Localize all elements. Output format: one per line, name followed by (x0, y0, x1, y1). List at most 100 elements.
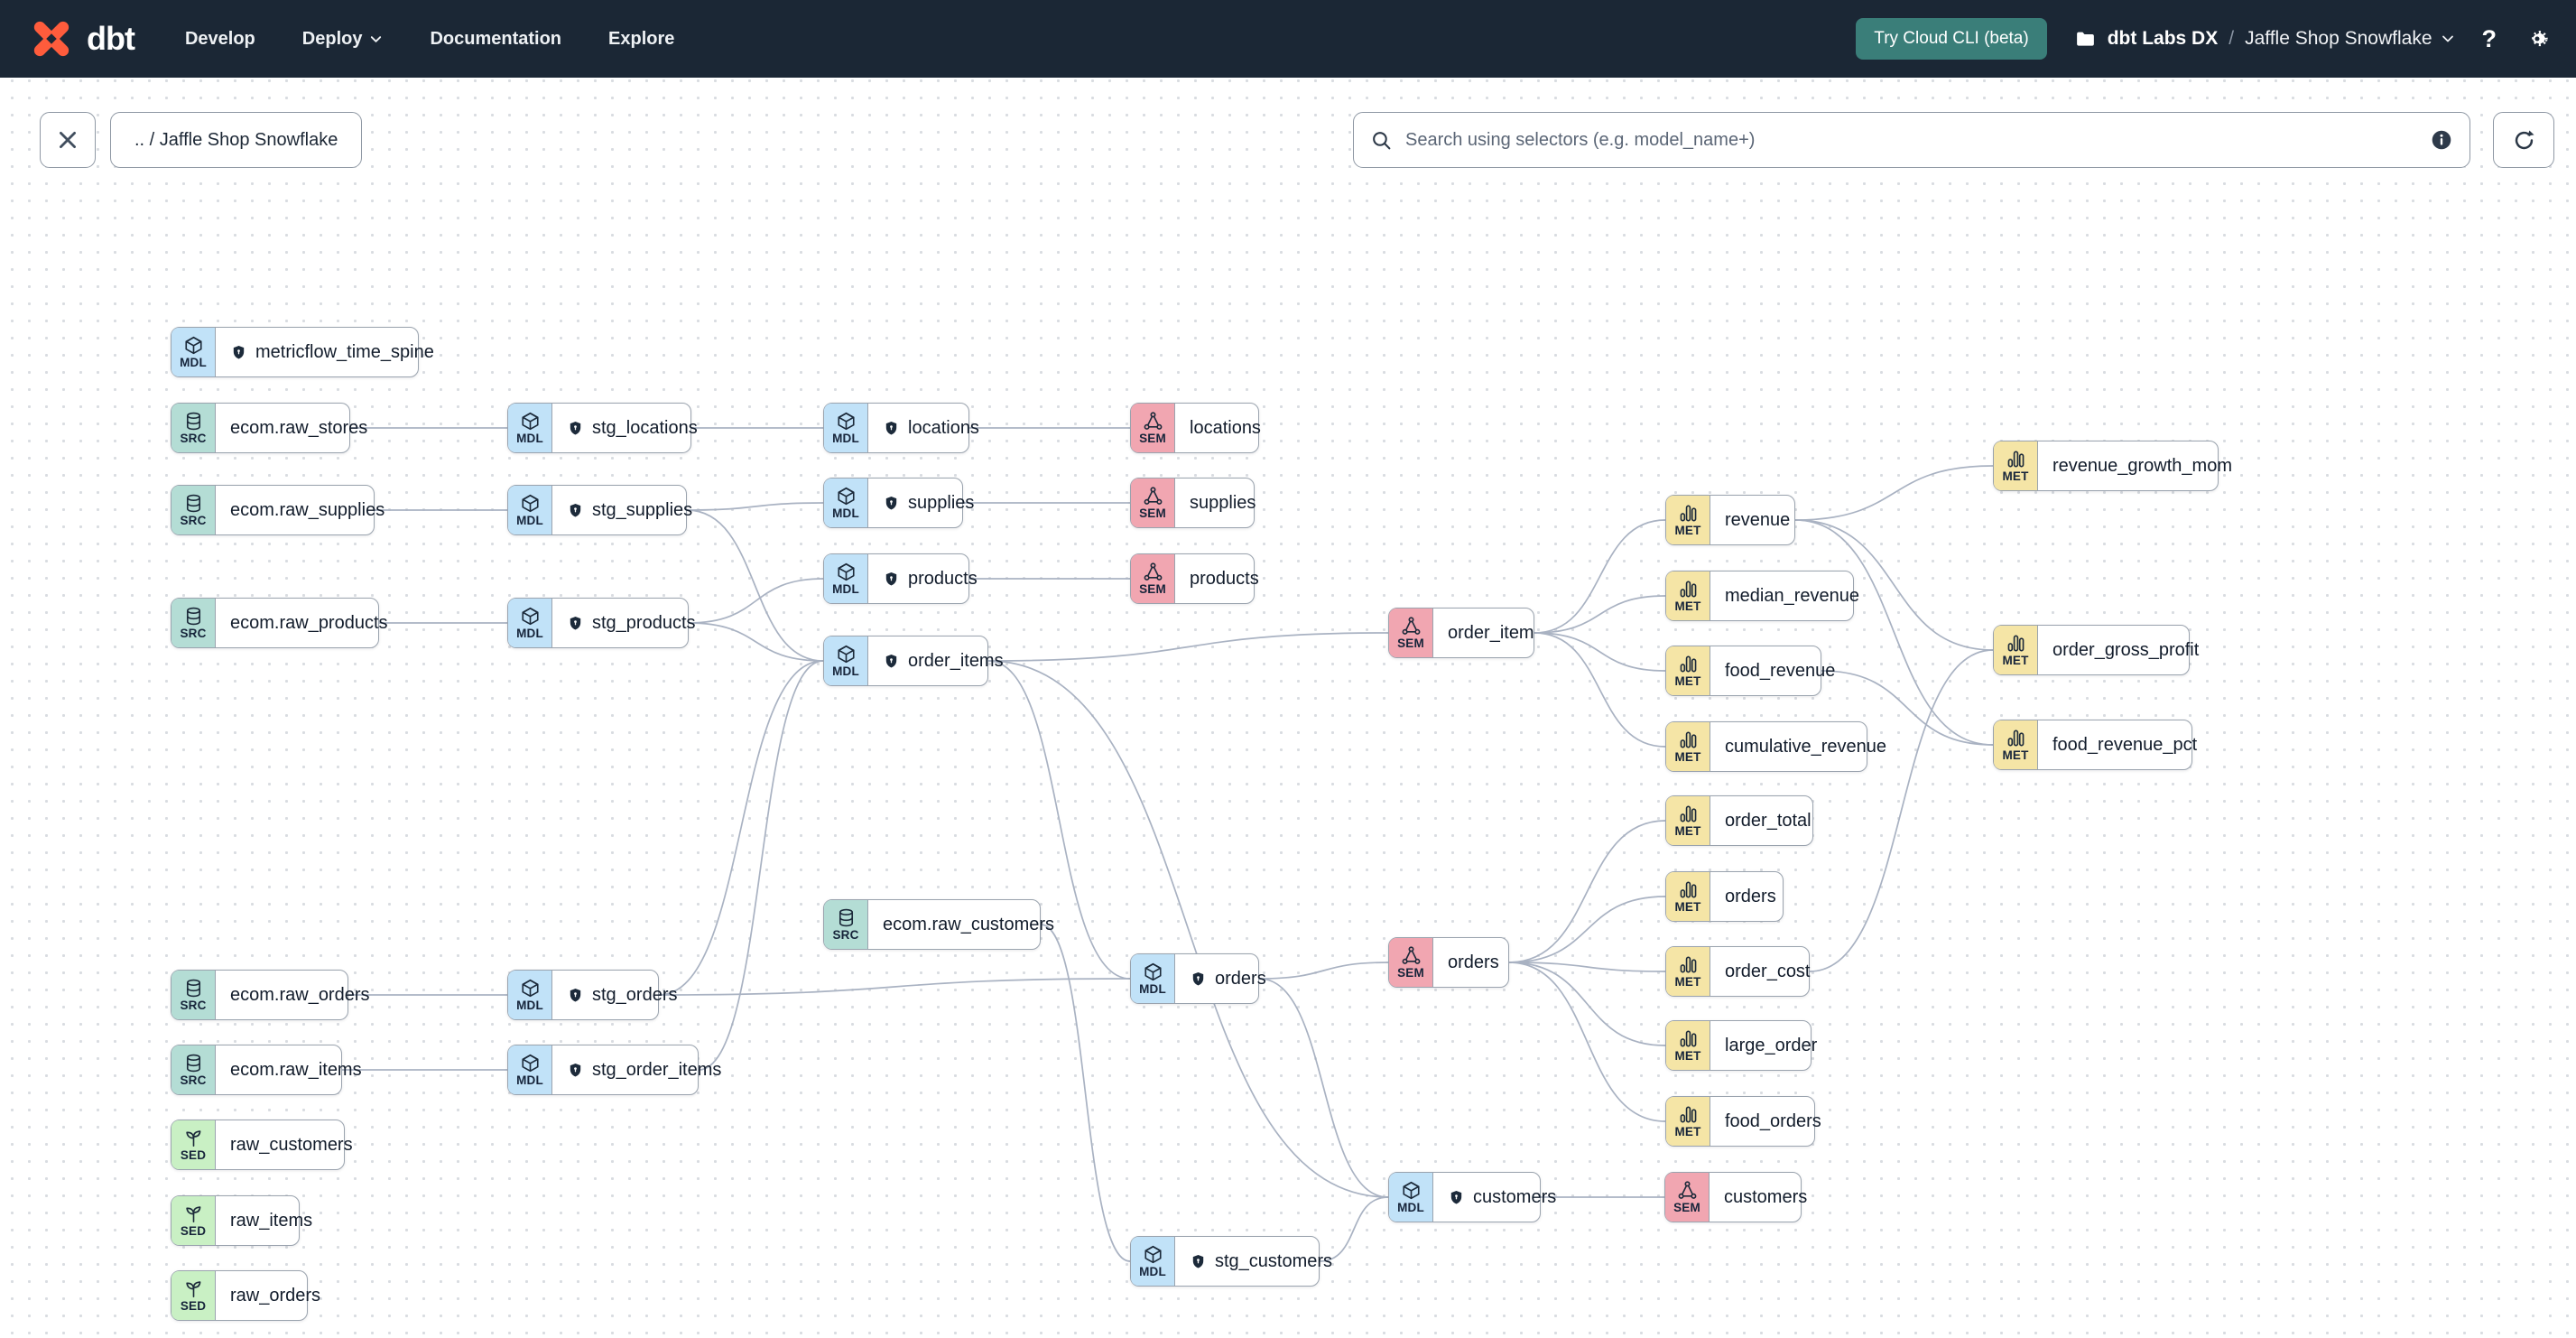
node-type-label: SRC (180, 999, 207, 1013)
node-label: customers (1724, 1186, 1808, 1207)
node-type-label: SEM (1397, 966, 1424, 980)
node-type-badge: MET (1994, 626, 2038, 674)
chevron-down-icon (371, 35, 382, 42)
node-label: order_total (1725, 810, 1812, 831)
settings-gear-icon[interactable] (2524, 25, 2551, 52)
help-icon[interactable]: ? (2481, 24, 2497, 52)
nav-item-explore[interactable]: Explore (608, 29, 674, 50)
edge-orders-to-orders (1508, 896, 1666, 963)
contract-shield-icon (1192, 1254, 1204, 1268)
node-label: raw_items (230, 1210, 313, 1231)
project-selector[interactable]: Jaffle Shop Snowflake (2245, 28, 2454, 50)
contract-shield-icon (570, 1063, 581, 1076)
model-cube-icon (183, 335, 204, 356)
edge-order_items-to-order_item (987, 632, 1389, 662)
selector-search[interactable] (1353, 112, 2470, 168)
nav-item-develop[interactable]: Develop (185, 29, 255, 50)
refresh-icon (2515, 129, 2534, 149)
dbt-logo[interactable]: dbt (25, 13, 135, 65)
account-name[interactable]: dbt Labs DX (2107, 28, 2219, 49)
nav-item-label: Develop (184, 28, 255, 49)
node-type-badge: MDL (1131, 1237, 1175, 1286)
node-label: ecom.raw_stores (230, 417, 368, 438)
node-type-badge: MET (1994, 441, 2038, 490)
node-label: food_revenue (1725, 660, 1836, 681)
node-type-badge: MDL (1389, 1173, 1433, 1222)
source-database-icon (836, 907, 857, 928)
path-separator: / (2229, 28, 2235, 49)
node-type-label: MDL (516, 627, 543, 641)
node-type-label: SEM (1139, 432, 1166, 446)
contract-shield-icon (1192, 971, 1204, 985)
info-icon[interactable] (2430, 128, 2453, 152)
node-type-label: SED (180, 1224, 207, 1239)
node-type-label: MDL (516, 432, 543, 446)
graph-node-raw_items[interactable]: SED raw_items (171, 1195, 312, 1246)
node-type-badge: MDL (824, 404, 868, 452)
node-type-label: MET (1674, 599, 1701, 614)
node-type-badge: MDL (508, 1045, 552, 1094)
try-cloud-cli-button[interactable]: Try Cloud CLI (beta) (1856, 18, 2047, 60)
node-type-badge: SRC (171, 1045, 216, 1094)
nav-item-documentation[interactable]: Documentation (430, 29, 561, 50)
node-type-label: MDL (832, 664, 859, 679)
node-label: stg_supplies (552, 486, 707, 534)
refresh-button[interactable] (2493, 112, 2554, 168)
node-type-label: MET (2002, 748, 2029, 763)
semantic-model-icon (1401, 945, 1422, 966)
edge-orders-to-orders (1258, 962, 1389, 980)
contract-shield-icon (570, 503, 581, 516)
contract-shield-icon (885, 496, 897, 509)
edge-stg_supplies-to-supplies (686, 502, 824, 511)
edge-orders-to-order_cost (1508, 962, 1666, 972)
metric-chart-icon (1678, 729, 1699, 750)
lineage-breadcrumb[interactable]: .. / Jaffle Shop Snowflake (110, 112, 363, 168)
search-input[interactable] (1404, 128, 2419, 152)
node-type-label: MDL (1139, 982, 1166, 997)
close-lineage-button[interactable] (40, 112, 96, 168)
edge-order_cost-to-order_gross_profit (1809, 649, 1994, 972)
node-label: stg_products (552, 599, 710, 647)
nav-item-deploy[interactable]: Deploy (302, 29, 384, 50)
